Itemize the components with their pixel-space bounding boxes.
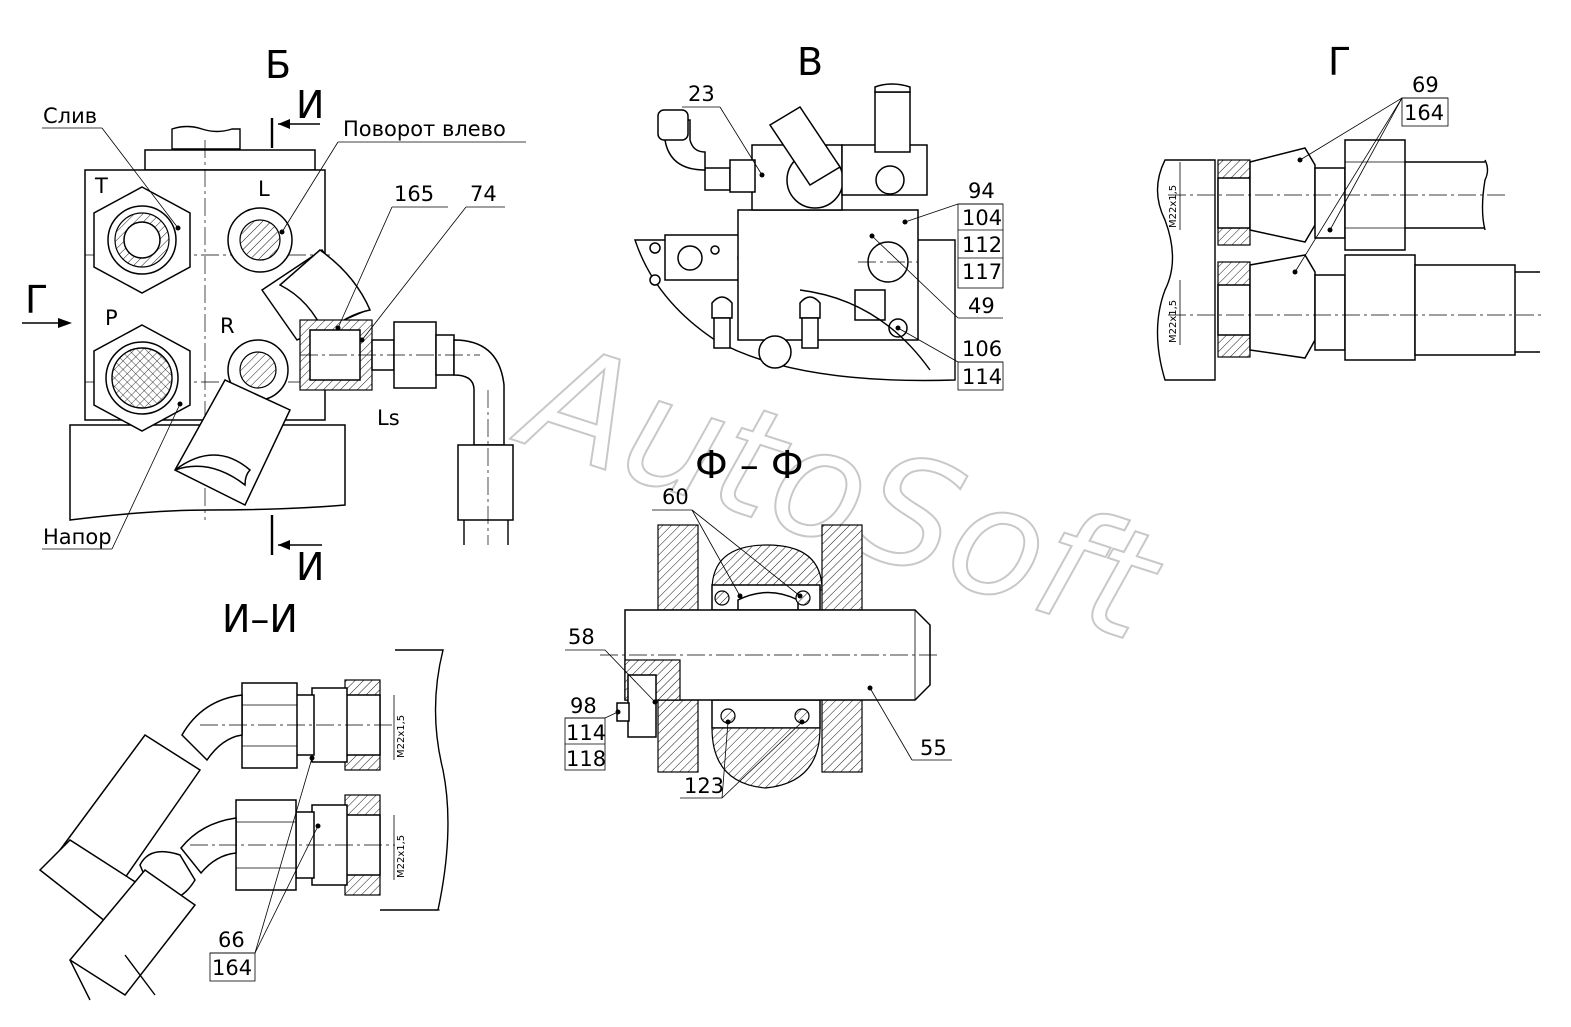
callout-164-g: 164	[1404, 101, 1444, 125]
arrow-g-label: Г	[25, 278, 48, 322]
callout-49: 49	[968, 294, 995, 318]
callout-stack-66: 66 164	[209, 755, 321, 982]
section-mark-top: И	[296, 83, 324, 127]
callout-58: 58	[568, 625, 595, 649]
view-g: Г M22x1,5 M22x1,5 69 164	[1156, 40, 1545, 381]
view-b: Б И И	[22, 43, 526, 589]
thread-g1: M22x1,5	[1168, 185, 1179, 228]
pressure-label: Напор	[43, 525, 112, 549]
thread-ii2: M22x1,5	[396, 835, 407, 878]
callout-60: 60	[662, 485, 689, 509]
view-v-title: В	[797, 40, 823, 84]
callout-69: 69	[1412, 73, 1439, 97]
callout-104: 104	[962, 206, 1002, 230]
callout-stack-106: 106 114	[895, 325, 1004, 391]
port-t-label: T	[94, 174, 108, 198]
callout-98: 98	[570, 694, 597, 718]
callout-112: 112	[962, 233, 1002, 257]
view-ii: И–И M22x1,5 M22x1,5	[38, 597, 449, 1001]
port-p-label: P	[105, 306, 118, 330]
callout-164-ii: 164	[212, 956, 252, 980]
callout-23: 23	[688, 82, 715, 106]
callout-165: 165	[394, 182, 434, 206]
callout-114-ff: 114	[566, 721, 606, 745]
callout-117: 117	[962, 260, 1002, 284]
view-ff-title: Ф – Ф	[695, 443, 804, 487]
drain-label: Слив	[43, 104, 97, 128]
thread-g2: M22x1,5	[1168, 300, 1179, 343]
callout-55: 55	[920, 736, 947, 760]
callout-stack-98: 98 114 118	[564, 694, 621, 771]
callout-106: 106	[962, 337, 1002, 361]
port-r-label: R	[220, 314, 235, 338]
callout-118: 118	[566, 747, 606, 771]
view-b-title: Б	[265, 43, 291, 87]
view-g-title: Г	[1328, 40, 1351, 84]
callout-123: 123	[684, 774, 724, 798]
callout-stack-69: 69 164	[1292, 73, 1449, 275]
view-ff: Ф – Ф 60 58	[564, 443, 952, 799]
callout-94: 94	[968, 179, 995, 203]
view-ii-title: И–И	[222, 597, 298, 641]
section-mark-bottom: И	[296, 545, 324, 589]
port-ls-label: Ls	[377, 406, 400, 430]
callout-114-v: 114	[962, 365, 1002, 389]
callout-stack-94: 94 104 112 117	[902, 179, 1004, 289]
callout-74: 74	[470, 182, 497, 206]
turn-left-label: Поворот влево	[343, 117, 506, 141]
view-v: В 23	[634, 40, 1004, 391]
port-l-label: L	[258, 177, 270, 201]
thread-ii1: M22x1,5	[396, 715, 407, 758]
callout-66: 66	[218, 928, 245, 952]
